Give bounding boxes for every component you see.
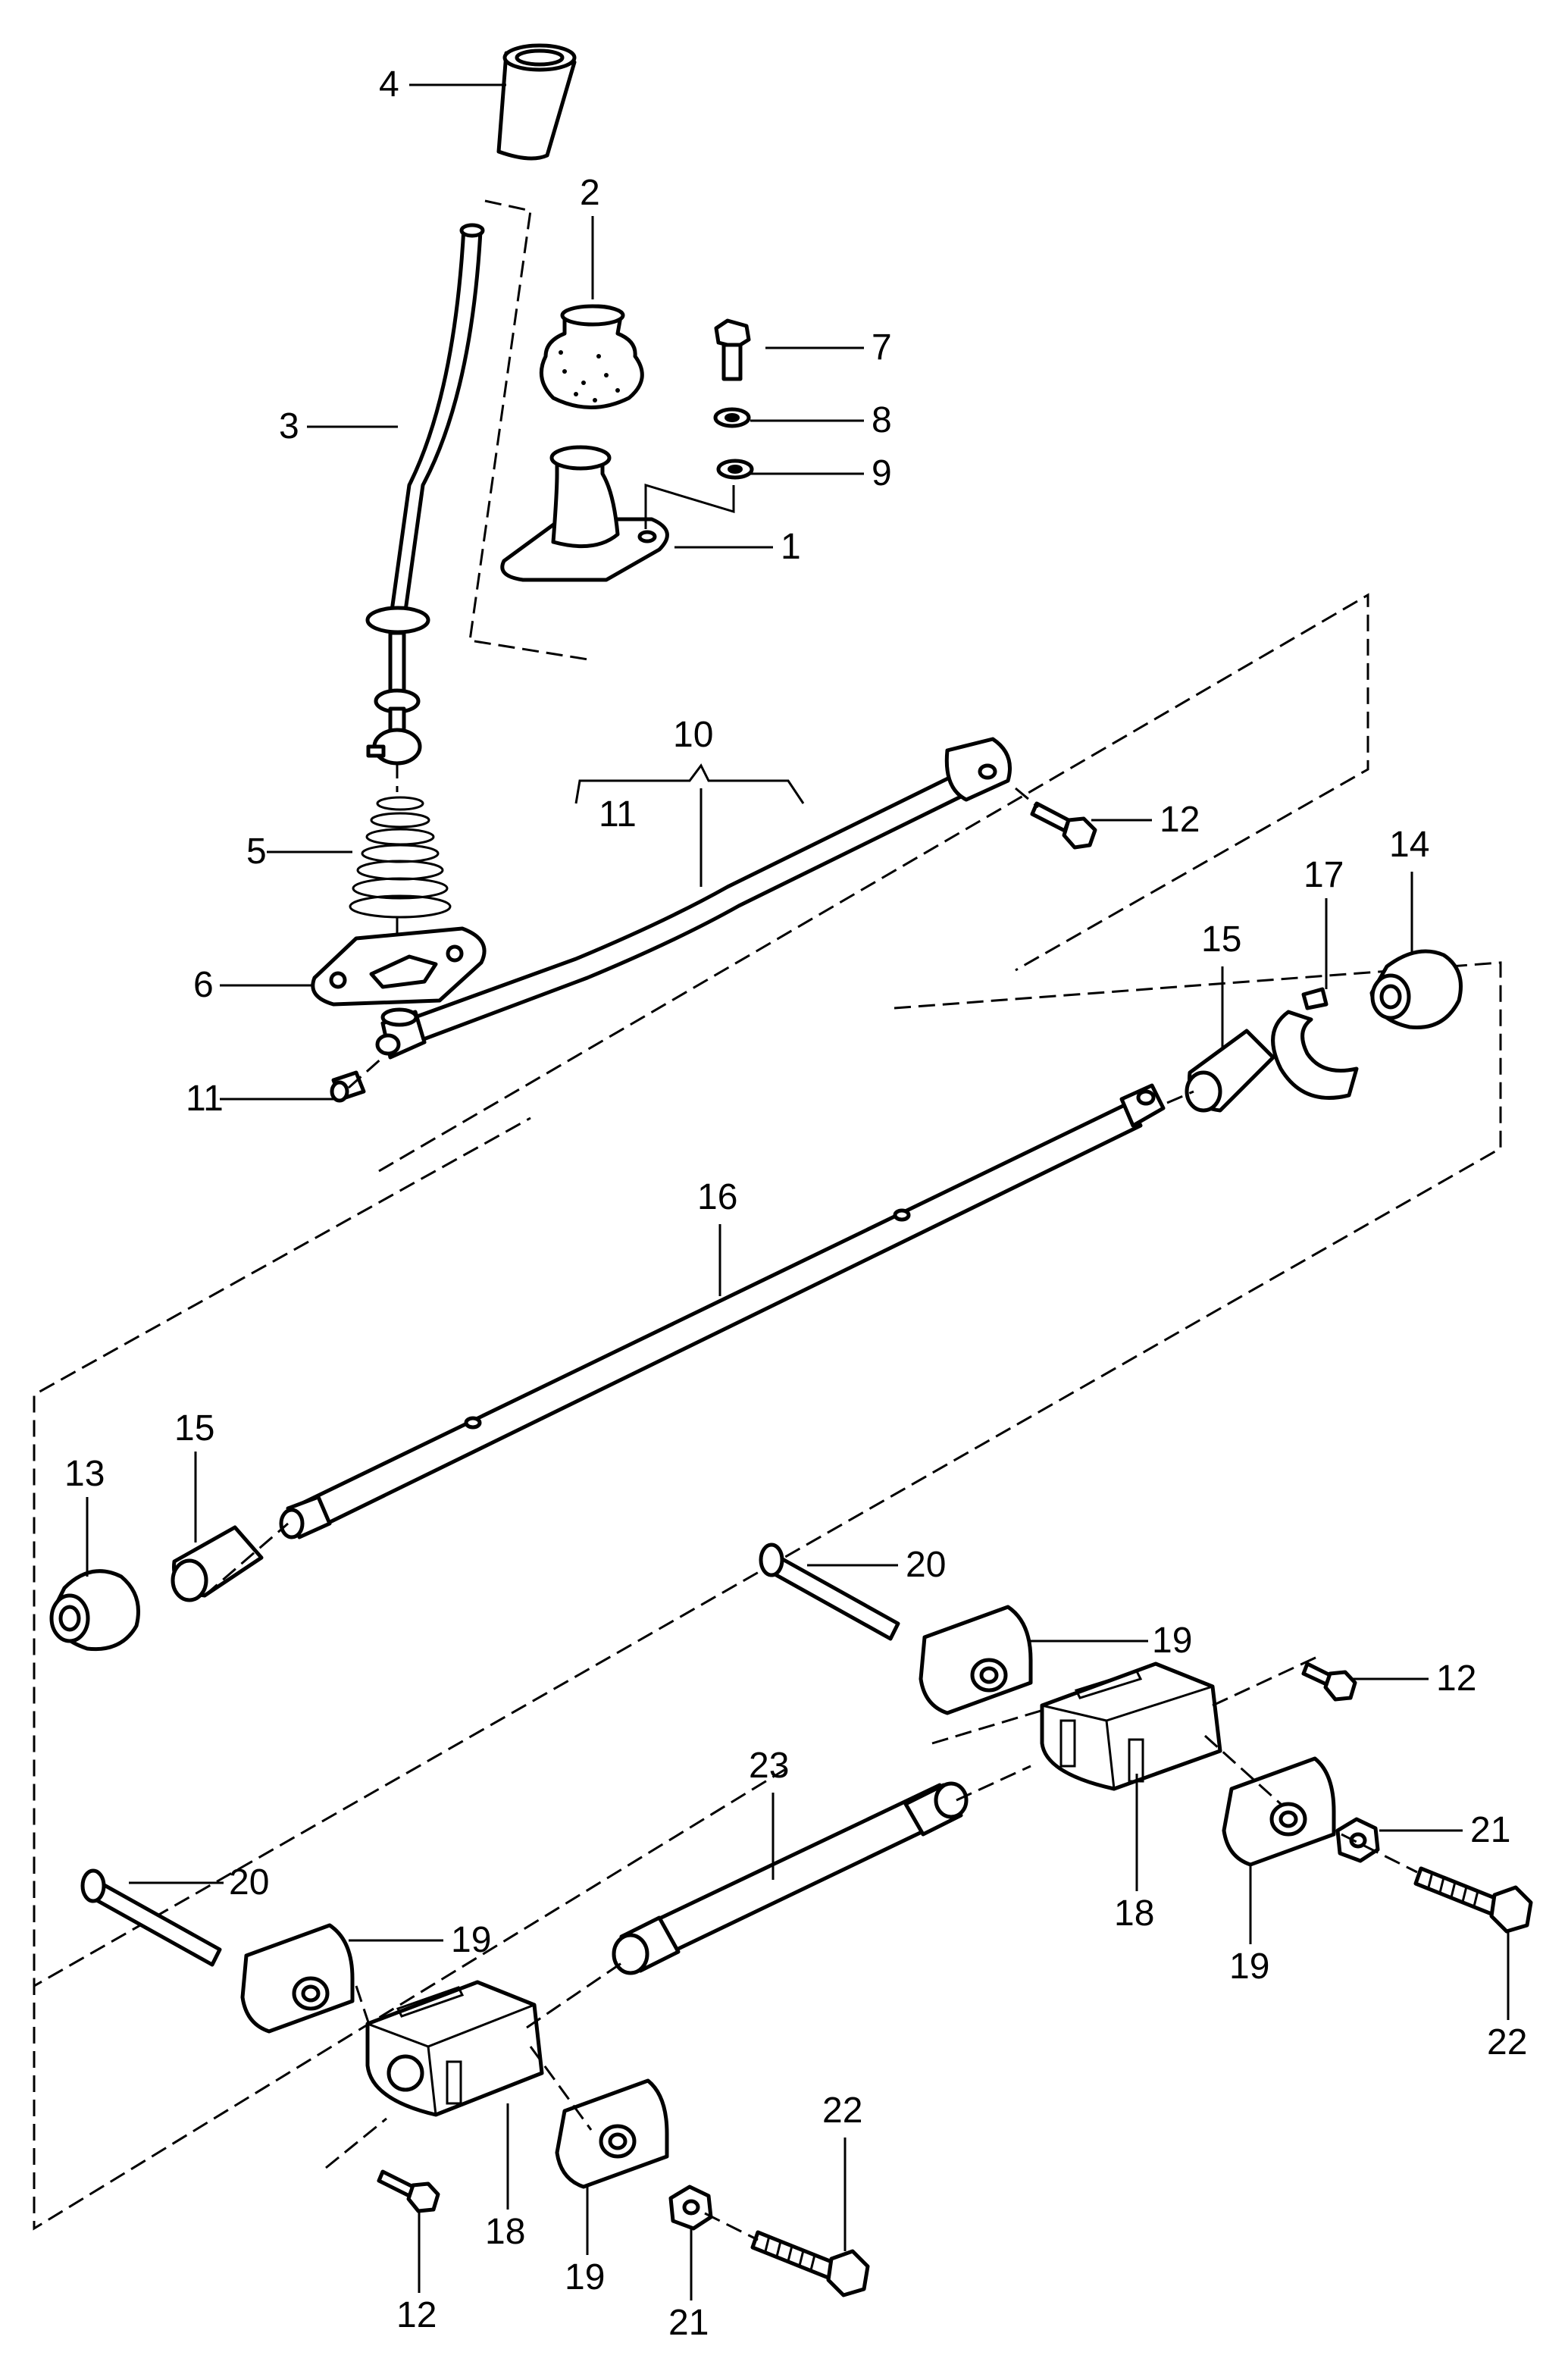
callout-13: 13 (64, 1454, 105, 1494)
callout-20-lower: 20 (229, 1862, 269, 1903)
part-2-dust-boot (539, 304, 644, 409)
part-21-nut-right (1335, 1817, 1380, 1863)
callout-9: 9 (872, 453, 892, 493)
callout-22-right: 22 (1487, 2022, 1527, 2062)
callout-19-top: 19 (1152, 1621, 1192, 1661)
callout-17: 17 (1304, 855, 1344, 895)
callout-11-upper: 11 (599, 794, 637, 835)
part-9-washer (716, 459, 754, 480)
part-14-rubber-mount (1369, 949, 1463, 1030)
leader-lines (86, 83, 1510, 2300)
callout-23: 23 (749, 1746, 789, 1786)
part-22-bolt-lower (750, 2230, 870, 2297)
part-5-spring (349, 796, 452, 919)
part-21-nut-lower (668, 2185, 713, 2231)
callout-21-right: 21 (1470, 1810, 1510, 1850)
part-19-pad-top (919, 1605, 1033, 1715)
callout-15-upper: 15 (1201, 919, 1241, 960)
callout-7: 7 (872, 327, 892, 368)
callout-19-left: 19 (451, 1920, 491, 1960)
part-18-bracket-upper (1040, 1661, 1222, 1791)
callout-14: 14 (1389, 825, 1429, 865)
part-19-pad-bottom (555, 2078, 669, 2189)
callout-18-lower: 18 (485, 2212, 525, 2252)
callout-labels: 4 2 3 7 8 9 1 10 11 12 5 6 11 14 17 15 1… (64, 64, 1527, 2343)
assembly-axis-lines (204, 762, 1418, 2241)
callout-18-upper: 18 (1114, 1893, 1154, 1934)
callout-3: 3 (279, 406, 299, 446)
callout-1: 1 (781, 527, 801, 567)
callout-10: 10 (673, 715, 713, 755)
callout-12-lower: 12 (396, 2295, 437, 2335)
part-18-bracket-lower (365, 1980, 544, 2117)
callout-4: 4 (379, 64, 399, 105)
part-17-clamp-band (1271, 987, 1359, 1100)
callout-6: 6 (193, 965, 214, 1005)
callout-16: 16 (697, 1177, 737, 1217)
part-15-bushing-lower (171, 1525, 264, 1602)
part-6-gasket-plate (311, 926, 487, 1007)
callout-19-bottom: 19 (565, 2257, 605, 2297)
part-23-shaft (612, 1781, 969, 1975)
part-3-shift-lever (365, 223, 485, 766)
assembly-boundaries (33, 199, 1502, 2231)
callout-5: 5 (246, 832, 267, 872)
part-10-shift-rod (375, 737, 1012, 1060)
part-12-screw-lower (377, 2169, 440, 2213)
callout-22-lower: 22 (822, 2091, 862, 2131)
part-15-bushing-upper (1185, 1029, 1275, 1113)
part-12-screw-upper (1030, 801, 1097, 850)
part-4-shift-knob (496, 43, 577, 161)
part-13-rubber-mount (49, 1569, 140, 1652)
part-1-lever-housing (500, 445, 669, 582)
part-7-bolt (714, 318, 751, 381)
callout-12-right: 12 (1436, 1658, 1476, 1699)
callout-8: 8 (872, 400, 892, 440)
callout-19-right: 19 (1229, 1946, 1269, 1987)
callout-11-lower: 11 (186, 1079, 224, 1119)
part-11-bushing (330, 1070, 366, 1103)
callout-21-lower: 21 (668, 2303, 709, 2343)
part-8-washer (713, 407, 751, 428)
part-19-pad-left (240, 1923, 355, 2034)
part-19-pad-right (1222, 1756, 1336, 1867)
part-20-pin-upper (759, 1542, 900, 1641)
part-20-pin-lower (80, 1868, 222, 1967)
callout-15-lower: 15 (174, 1408, 214, 1449)
part-16-shift-tube (279, 1083, 1166, 1539)
callout-2: 2 (580, 173, 600, 213)
callout-20-upper: 20 (906, 1545, 946, 1585)
part-12-screw-right (1301, 1661, 1357, 1702)
callout-bracket-10 (574, 763, 805, 804)
part-22-bolt-right (1413, 1866, 1533, 1934)
callout-12-upper: 12 (1160, 800, 1200, 840)
